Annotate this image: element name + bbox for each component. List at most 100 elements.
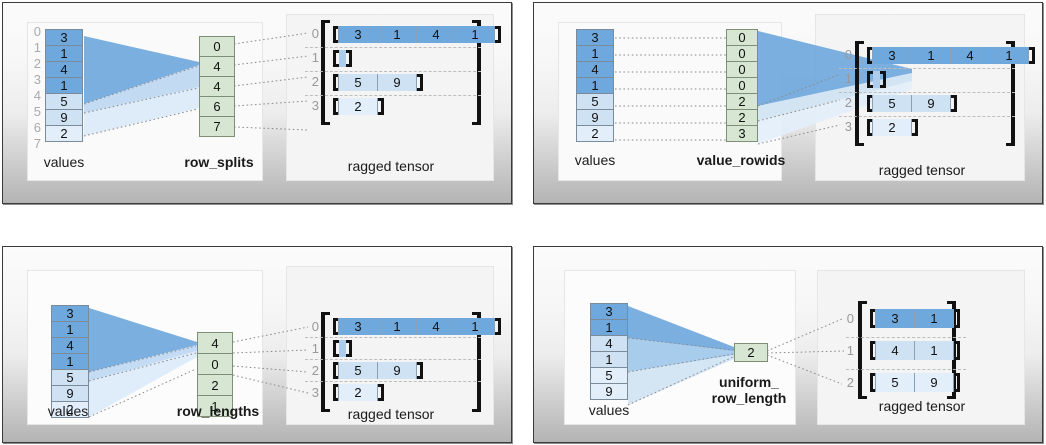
row-bracket-left [333,362,339,379]
tensor-outer-brackets [858,301,956,399]
tensor-cell: 4 [950,47,990,64]
tensor-cell: 2 [872,119,912,136]
tensor-row: 3 1 4 1 [333,26,501,43]
values-cell: 3 [576,29,614,46]
values-cell: 2 [45,125,83,142]
tensor-outer-brackets [855,41,1015,146]
row-bracket-right [951,95,957,112]
values-cell: 9 [576,109,614,126]
row-bracket-left [867,119,873,136]
row-lengths-cell: 1 [197,395,233,417]
ragged-tensor-caption: ragged tensor [347,406,435,422]
values-cell: 4 [51,337,89,354]
empty-row-filler [339,50,346,67]
panel-value-rowids: 3 1 4 1 5 9 2 0 0 0 0 2 2 3 values value… [533,2,1043,204]
row-bracket-left [870,373,876,392]
value-rowids-cell: 2 [726,93,758,110]
outer-bracket-left [858,301,867,399]
row-bracket-left [870,341,876,360]
value-rowids-column: 0 0 0 0 2 2 3 [726,29,758,142]
ragged-tensor-caption: ragged tensor [878,398,966,414]
row-bracket-left [333,50,339,67]
tensor-cell: 3 [872,47,912,64]
values-cell: 1 [45,45,83,62]
tensor-cell: 1 [455,318,495,335]
row-splits-column: 0 4 4 6 7 [199,36,235,137]
values-cell: 4 [590,335,628,352]
value-rowids-cell: 3 [726,125,758,142]
uniform-row-length-column: 2 [734,343,768,362]
tensor-cell: 2 [338,384,378,401]
tensor-cell: 5 [338,362,378,379]
tensor-cell: 5 [875,373,915,392]
encoding-caption: value_rowids [696,152,786,168]
values-column: 3 1 4 1 5 9 2 [51,305,89,418]
value-rowids-cell: 0 [726,45,758,62]
tensor-row: 3 1 4 1 [333,318,501,335]
values-cell: 5 [45,93,83,110]
ragged-row-index-gutter: 0 1 2 3 [311,26,319,113]
values-column: 3 1 4 1 5 9 2 [576,29,614,142]
tensor-cell: 4 [416,26,456,43]
row-bracket-left [867,71,873,88]
outer-bracket-left [321,20,330,125]
values-cell: 2 [51,401,89,418]
row-bracket-right [912,119,918,136]
outer-bracket-left [855,41,864,146]
values-cell: 1 [51,321,89,338]
row-bracket-left [333,74,339,91]
values-caption: values [43,154,85,170]
values-cell: 5 [51,369,89,386]
tensor-cell: 3 [338,26,378,43]
values-cell: 1 [51,353,89,370]
row-bracket-left [867,47,873,64]
values-cell: 5 [590,367,628,384]
row-bracket-right [346,50,352,67]
row-bracket-left [333,318,339,335]
ragged-tensor: 3 1 4 1 5 9 2 [839,41,1035,146]
tensor-cell: 4 [875,341,915,360]
row-separator [305,95,481,96]
row-bracket-right [954,341,960,360]
values-column: 3 1 4 1 5 9 2 [45,29,83,142]
row-splits-cell: 4 [199,56,235,77]
tensor-row: 2 [333,384,384,401]
row-separator [839,92,1015,93]
values-cell: 3 [590,303,628,320]
values-cell: 9 [51,385,89,402]
tensor-cell: 5 [872,95,912,112]
row-bracket-left [867,95,873,112]
tensor-cell: 9 [377,74,417,91]
tensor-cell: 1 [911,47,951,64]
values-cell: 9 [590,383,628,400]
tensor-row: 5 9 [867,95,957,112]
tensor-outer-brackets [321,20,481,125]
row-bracket-left [870,309,876,328]
values-cell: 3 [51,305,89,322]
tensor-row: 5 9 [333,362,423,379]
row-splits-cell: 7 [199,116,235,137]
uniform-row-length-cell: 2 [734,343,768,362]
tensor-cell: 2 [338,98,378,115]
row-lengths-cell: 4 [197,332,233,354]
row-separator [305,359,481,360]
encoding-caption: row_lengths [176,403,260,419]
empty-row-filler [873,71,880,88]
ragged-row-index-gutter: 0 1 2 3 [311,319,319,400]
values-cell: 1 [576,77,614,94]
tensor-row: 2 [867,119,918,136]
outer-bracket-right [472,20,481,125]
panel-uniform-row-length: 3 1 4 1 5 9 2 values uniform_ row_length… [533,246,1043,443]
tensor-row: 4 1 [870,341,960,360]
value-rowids-cell: 0 [726,29,758,46]
row-bracket-right [378,98,384,115]
ragged-tensor-box [286,266,494,425]
row-lengths-cell: 2 [197,374,233,396]
tensor-cell: 3 [338,318,378,335]
encoding-caption: row_splits [184,154,254,170]
ragged-tensor-caption: ragged tensor [347,158,435,174]
outer-bracket-right [947,301,956,399]
row-separator [305,71,481,72]
row-lengths-column: 4 0 2 1 [197,332,233,417]
